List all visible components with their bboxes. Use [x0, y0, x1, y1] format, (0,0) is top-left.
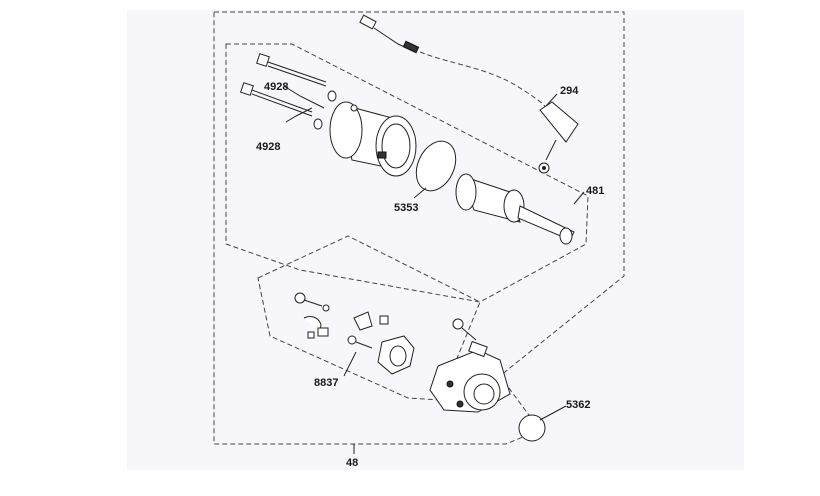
- front-cover: [429, 340, 511, 413]
- bolt-upper: [256, 53, 337, 102]
- leader-5353: [413, 187, 427, 199]
- starter-assembly-boundary: [213, 11, 625, 445]
- label-481: 481: [586, 185, 604, 197]
- armature-group-boundary: [225, 43, 589, 303]
- leader-294: [545, 93, 558, 107]
- oring-5362: [518, 414, 546, 442]
- bolts-4928: [240, 53, 337, 130]
- bolt-lower: [240, 82, 323, 130]
- label-48: 48: [346, 457, 358, 469]
- yoke-housing: [329, 101, 417, 177]
- cable-294: [359, 14, 579, 174]
- label-5362: 5362: [566, 399, 590, 411]
- label-5353: 5353: [394, 202, 418, 214]
- label-4928-lower: 4928: [256, 141, 280, 153]
- oring-5353: [415, 140, 457, 192]
- leader-481: [573, 191, 585, 205]
- label-294: 294: [560, 85, 579, 97]
- brush-holder-parts: [294, 292, 415, 375]
- label-4928-upper: 4928: [264, 81, 288, 93]
- leader-8837: [343, 351, 357, 377]
- leader-5362: [539, 405, 567, 421]
- small-screw: [452, 318, 477, 341]
- armature: [455, 173, 575, 245]
- label-8837: 8837: [314, 377, 338, 389]
